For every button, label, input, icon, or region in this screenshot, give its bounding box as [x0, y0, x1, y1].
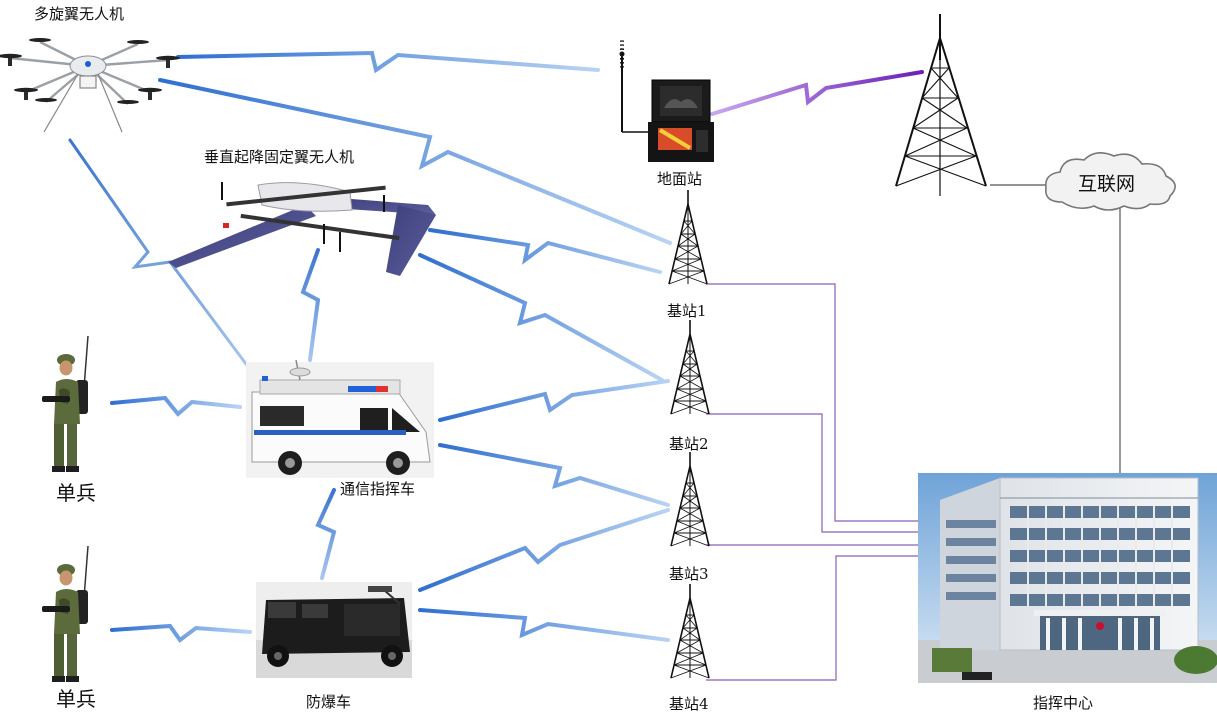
- link-drone-base1: [158, 78, 672, 245]
- wire-base1-center: [706, 283, 918, 522]
- link-drone-command-vehicle: [68, 138, 254, 374]
- internet-lines: [990, 184, 1121, 473]
- tall-tower-icon: [895, 14, 987, 196]
- soldier-2-icon: [41, 545, 89, 683]
- ground-station-case-icon: [608, 40, 714, 162]
- explosion-proof-vehicle-label: 防爆车: [306, 693, 352, 711]
- base-station-2-tower-icon: [670, 319, 710, 415]
- base-station-1-tower-icon: [668, 189, 708, 285]
- soldier-1-icon: [41, 335, 89, 473]
- command-vehicle-label: 通信指挥车: [340, 480, 416, 498]
- link-soldier1-command-vehicle: [110, 395, 242, 417]
- wire-base2-center: [706, 413, 918, 533]
- multirotor-drone-icon: [0, 38, 180, 133]
- base-station-3-tower-icon: [670, 451, 710, 547]
- command-center-label: 指挥中心: [1033, 694, 1094, 712]
- link-command-vehicle-base2: [438, 379, 670, 422]
- link-vtol-base1: [428, 228, 662, 274]
- link-explosion-vehicle-base3: [418, 508, 670, 592]
- vtol-drone-label: 垂直起降固定翼无人机: [204, 148, 355, 166]
- link-drone-ground-station: [176, 50, 600, 74]
- soldier-1-label: 单兵: [56, 481, 96, 505]
- armored-truck-icon: [256, 582, 412, 678]
- wire-base4-center: [706, 555, 918, 681]
- ground-station-label: 地面站: [657, 170, 703, 188]
- vtol-fixed-wing-drone-icon: [168, 182, 436, 276]
- command-van-icon: [246, 359, 434, 478]
- base-station-4-tower-icon: [670, 583, 710, 679]
- wireless-links: [68, 50, 924, 643]
- link-command-vehicle-base3: [438, 443, 670, 507]
- base-station-2-label: 基站2: [669, 435, 709, 453]
- link-ground-station-tower: [710, 70, 924, 116]
- link-vtol-base2: [418, 253, 664, 382]
- base-station-3-label: 基站3: [669, 565, 709, 583]
- base-station-4-label: 基站4: [669, 695, 709, 713]
- wired-lines: [706, 283, 918, 681]
- cloud-icon: [1044, 152, 1176, 211]
- base-station-1-label: 基站1: [667, 302, 707, 320]
- link-explosion-vehicle-base4: [418, 608, 670, 642]
- soldier-2-label: 单兵: [56, 687, 96, 711]
- multirotor-drone-label: 多旋翼无人机: [34, 5, 125, 23]
- building-icon: [918, 473, 1217, 683]
- internet-label: 互联网: [1078, 173, 1136, 195]
- link-vtol-command-vehicle: [300, 248, 321, 362]
- link-command-vehicle-explosion-vehicle: [315, 488, 337, 580]
- link-soldier2-explosion-vehicle: [110, 623, 252, 643]
